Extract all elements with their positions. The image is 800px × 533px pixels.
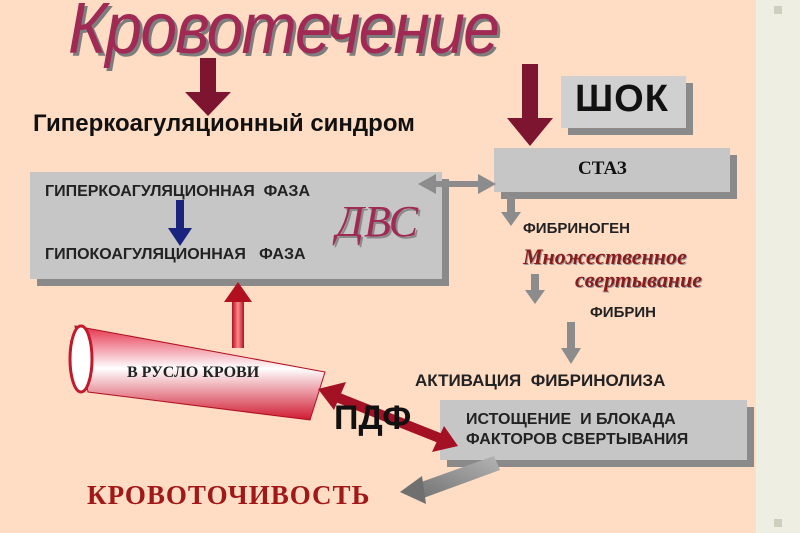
fibrinogen-label: ФИБРИНОГЕН <box>523 220 630 237</box>
arrow-depletion-to-bleeding <box>400 456 500 504</box>
arrow-bleeding-to-stasis <box>507 64 553 146</box>
slide-side-panel <box>756 0 800 533</box>
stasis-box <box>494 148 730 192</box>
hypercoagulation-phase-label: ГИПЕРКОАГУЛЯЦИОННАЯ ФАЗА <box>45 183 310 200</box>
tube-arrow-into-bloodstream <box>68 324 326 421</box>
multiple-clotting-label-line2: свертывание <box>575 267 703 292</box>
fdp-label: ПДФ <box>334 399 412 437</box>
diagram-title: Кровотечение <box>68 0 500 69</box>
arrow-double-fdp <box>318 382 458 452</box>
bleeding-tendency-label: КРОВОТОЧИВОСТЬ <box>87 480 371 510</box>
hypocoagulation-phase-label: ГИПОКОАГУЛЯЦИОННАЯ ФАЗА <box>45 246 306 263</box>
diagram-canvas: Кровотечение Гиперкоагуляционный синдром… <box>0 0 756 533</box>
arrow-fibrinogen-to-fibrin <box>525 274 545 304</box>
dic-phases-box <box>30 172 442 279</box>
shock-box <box>561 76 686 128</box>
panel-marker <box>774 6 782 14</box>
fibrinolysis-activation-label: АКТИВАЦИЯ ФИБРИНОЛИЗА <box>415 371 666 390</box>
multiple-clotting-label-line1: Множественное <box>523 244 687 269</box>
factor-depletion-label-line1: ИСТОЩЕНИЕ И БЛОКАДА <box>466 411 676 428</box>
factor-depletion-box <box>440 400 747 460</box>
shock-label: ШОК <box>575 78 669 120</box>
factor-depletion-label-line2: ФАКТОРОВ СВЕРТЫВАНИЯ <box>466 431 689 448</box>
dic-label: ДВС <box>336 197 419 246</box>
arrow-stasis-to-fibrinogen <box>501 196 521 226</box>
panel-marker <box>774 519 782 527</box>
arrow-bloodstream-to-dic <box>224 282 252 348</box>
stasis-label: СТАЗ <box>578 158 627 179</box>
arrow-hyper-to-hypo <box>168 200 192 246</box>
arrow-double-dic-stasis <box>418 174 496 194</box>
arrow-bleeding-to-hypercoag <box>185 58 231 116</box>
into-bloodstream-label: В РУСЛО КРОВИ <box>127 364 260 381</box>
diagram-arrows <box>68 58 581 504</box>
arrow-fibrin-to-fibrinolysis <box>561 322 581 364</box>
hypercoagulation-syndrome-label: Гиперкоагуляционный синдром <box>33 110 415 137</box>
fibrin-label: ФИБРИН <box>590 304 656 321</box>
